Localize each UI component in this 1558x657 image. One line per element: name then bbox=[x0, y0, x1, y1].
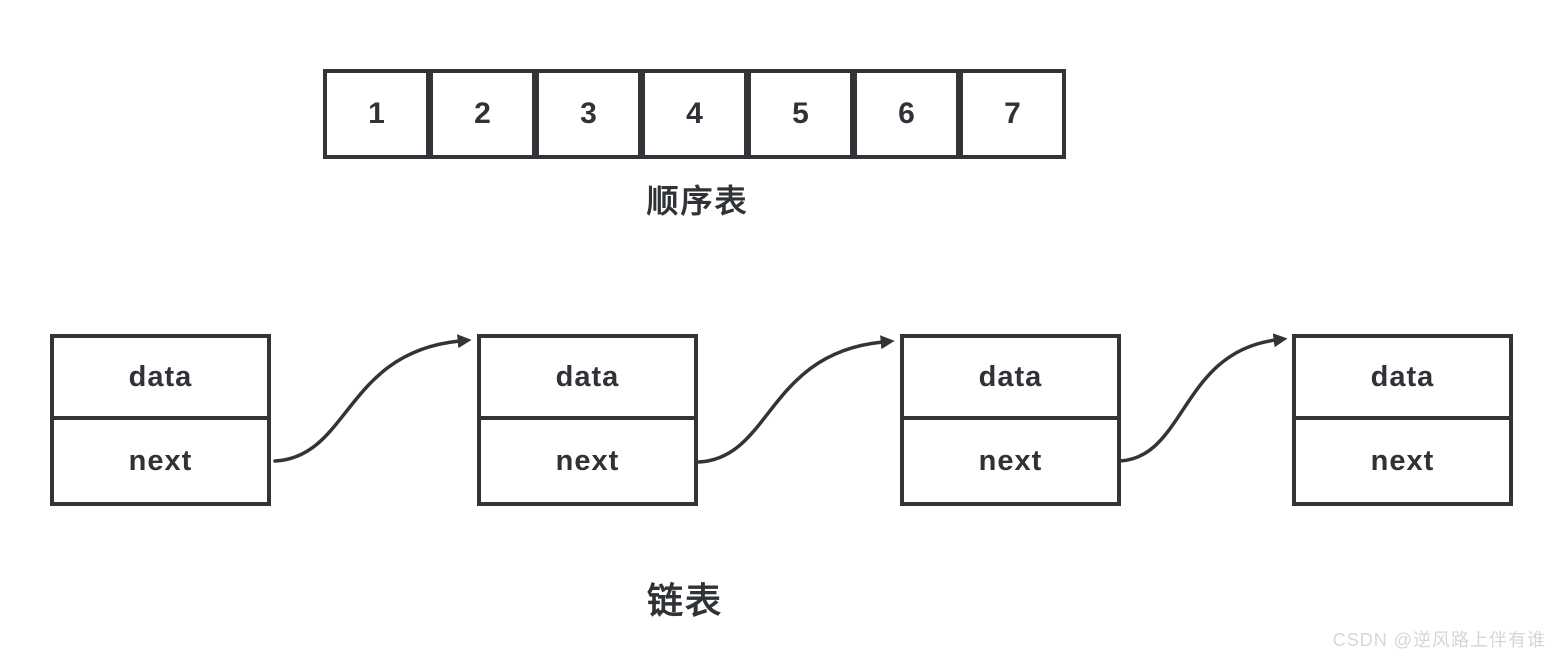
array-cell: 7 bbox=[959, 69, 1066, 159]
array-cell: 3 bbox=[535, 69, 642, 159]
node-data-cell: data bbox=[904, 338, 1117, 420]
list-node-1: data next bbox=[50, 334, 271, 506]
next-pointer-arrow-1 bbox=[273, 334, 472, 463]
array-cell: 2 bbox=[429, 69, 536, 159]
node-next-cell: next bbox=[555, 444, 620, 477]
linked-list-label: 链表 bbox=[646, 580, 723, 621]
node-data-cell: data bbox=[481, 338, 694, 420]
array-diagram: 1 2 3 4 5 6 7 bbox=[323, 69, 1066, 159]
next-pointer-arrow-2 bbox=[697, 335, 895, 464]
next-pointer-arrow-3 bbox=[1118, 333, 1288, 463]
array-cell: 6 bbox=[853, 69, 960, 159]
node-data-cell: data bbox=[1296, 338, 1509, 420]
watermark: CSDN @逆风路上伴有谁 bbox=[1332, 630, 1546, 650]
list-node-3: data next bbox=[900, 334, 1121, 506]
node-data-cell: data bbox=[54, 338, 267, 420]
array-cell: 1 bbox=[323, 69, 430, 159]
array-diagram-label: 顺序表 bbox=[646, 183, 749, 219]
array-cell: 5 bbox=[747, 69, 854, 159]
array-cell: 4 bbox=[641, 69, 748, 159]
node-next-cell: next bbox=[978, 444, 1043, 477]
list-node-2: data next bbox=[477, 334, 698, 506]
node-next-cell: next bbox=[1370, 444, 1435, 477]
node-next-cell: next bbox=[128, 444, 193, 477]
list-node-4: data next bbox=[1292, 334, 1513, 506]
